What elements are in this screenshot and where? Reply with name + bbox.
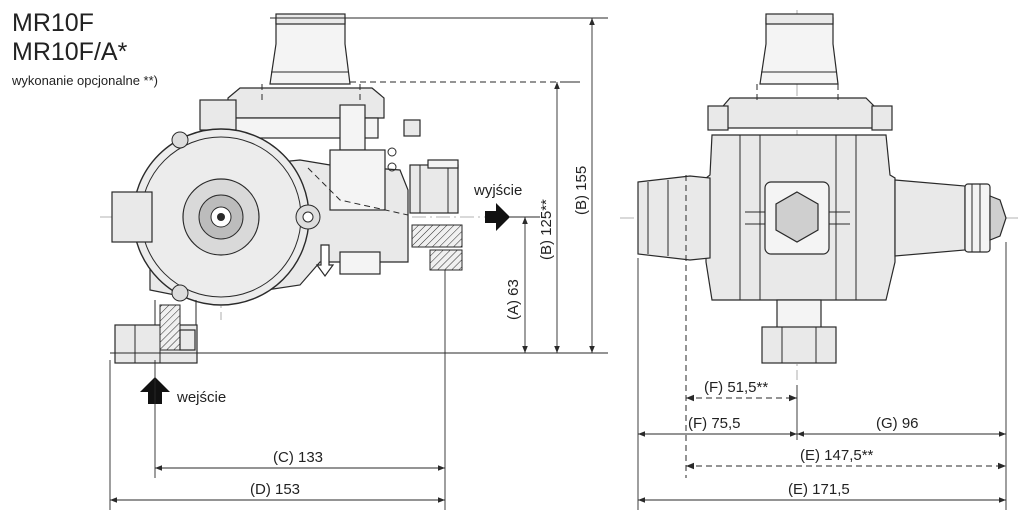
optional-version-note: wykonanie opcjonalne **) (11, 73, 158, 88)
dim-g: (G) 96 (876, 415, 919, 432)
dim-c: (C) 133 (273, 449, 323, 466)
dim-f-optional: (F) 51,5** (704, 379, 768, 396)
dim-a: (A) 63 (505, 279, 522, 320)
front-bottom-nut (761, 326, 837, 364)
front-view: (F) 51,5** (F) 75,5 (G) 96 (E) 147,5** (… (620, 10, 1020, 510)
dim-d: (D) 153 (250, 481, 300, 498)
model-title-1: MR10F (12, 9, 94, 37)
inlet-label: wejście (176, 389, 226, 406)
model-title-2: MR10F/A* (12, 38, 128, 66)
dim-f: (F) 75,5 (688, 415, 741, 432)
outlet-arrow-icon (485, 203, 510, 231)
outlet-label: wyjście (473, 182, 522, 199)
dim-e-optional: (E) 147,5** (800, 447, 874, 464)
side-view: wyjście wejście (A) 63 (B) 125** (B) 155… (100, 13, 608, 510)
front-right-outlet (894, 179, 966, 257)
dim-b-optional: (B) 125** (538, 199, 555, 260)
dim-b: (B) 155 (573, 166, 590, 215)
flow-down-arrow-icon (315, 244, 335, 278)
dim-e: (E) 171,5 (788, 481, 850, 498)
front-bonnet (759, 17, 839, 85)
front-left-inlet (637, 175, 711, 261)
side-bonnet (269, 17, 351, 85)
side-outlet-fitting (409, 164, 459, 214)
